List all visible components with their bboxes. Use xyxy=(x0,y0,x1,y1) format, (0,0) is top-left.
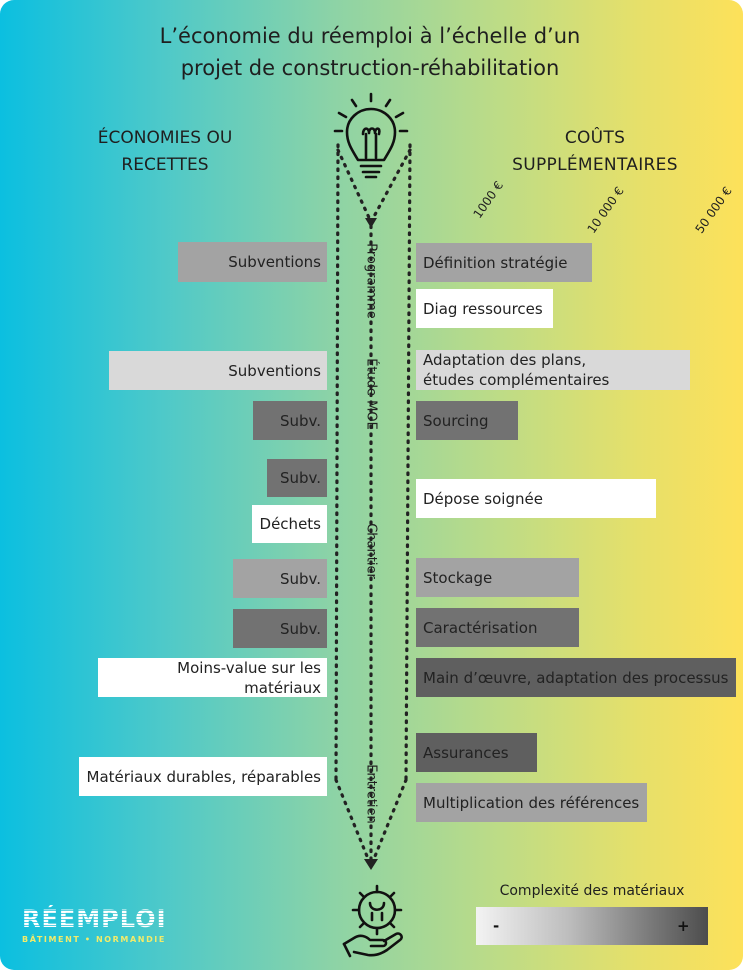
cost-item-label-line-2: études complémentaires xyxy=(423,371,610,389)
savings-item-label: Subventions xyxy=(228,253,321,271)
savings-item-label: Moins-value sur les matériaux xyxy=(177,658,321,697)
cost-item-sourcing: Sourcing xyxy=(416,401,518,440)
phase-label-programme: Programme xyxy=(363,243,379,319)
savings-item-label: Subv. xyxy=(279,469,321,487)
savings-item-moins-value: Moins-value sur les matériaux xyxy=(98,658,327,697)
savings-item-label: Subventions xyxy=(228,361,321,380)
cost-item-adaptation-plans: Adaptation des plans, études complémenta… xyxy=(416,350,690,390)
cost-item-diag-ressources: Diag ressources xyxy=(416,289,553,328)
savings-item-subv-chantier: Subv. xyxy=(267,459,327,497)
outer-arrowhead-icon xyxy=(364,859,378,870)
cost-item-label: Caractérisation xyxy=(423,618,538,637)
savings-item-label: Subv. xyxy=(279,619,321,638)
savings-item-label: Déchets xyxy=(259,515,321,533)
cost-item-main-oeuvre: Main d’œuvre, adaptation des processus xyxy=(416,658,736,697)
savings-item-label: Subv. xyxy=(279,569,321,588)
cost-item-caracterisation: Caractérisation xyxy=(416,608,579,647)
cost-item-multiplication-references: Multiplication des références xyxy=(416,783,647,822)
cost-item-label: Assurances xyxy=(423,743,509,762)
savings-header: ÉCONOMIES OU RECETTES xyxy=(70,125,260,179)
savings-item-subv-stockage: Subv. xyxy=(233,559,327,598)
legend-title: Complexité des matériaux xyxy=(499,883,685,899)
phase-label-etude-moe: Étude MOE xyxy=(363,358,379,430)
phase-label-chantier: Chantier xyxy=(363,523,379,579)
costs-header-line-1: COÛTS xyxy=(564,128,626,148)
lightbulb-icon xyxy=(333,92,409,179)
cost-item-depose-soignee: Dépose soignée xyxy=(416,479,656,518)
savings-header-line-1: ÉCONOMIES OU xyxy=(97,128,233,148)
complexity-gradient-bar xyxy=(476,907,708,945)
cost-item-label: Sourcing xyxy=(423,411,489,430)
gear-hand-icon xyxy=(342,884,403,958)
cost-item-label: Définition stratégie xyxy=(423,253,568,272)
reemploi-logo: RÉEMPLOI xyxy=(22,905,167,933)
phase-label-entretien: Entretien xyxy=(363,764,379,824)
title-line-1: L’économie du réemploi à l’échelle d’un xyxy=(159,24,581,48)
costs-header: COÛTS SUPPLÉMENTAIRES xyxy=(480,125,710,179)
inner-arrowhead-icon xyxy=(365,218,377,228)
dotted-arrow xyxy=(334,143,412,868)
savings-item-materiaux-durables: Matériaux durables, réparables xyxy=(79,757,327,796)
savings-item-subv-etude: Subv. xyxy=(253,401,327,440)
savings-item-dechets: Déchets xyxy=(252,505,327,543)
cost-item-stockage: Stockage xyxy=(416,558,579,597)
savings-item-label: Subv. xyxy=(279,411,321,430)
page-title: L’économie du réemploi à l’échelle d’un … xyxy=(80,20,660,84)
cost-item-assurances: Assurances xyxy=(416,733,537,772)
cost-item-label: Stockage xyxy=(423,568,493,587)
cost-item-definition-strategie: Définition stratégie xyxy=(416,243,592,282)
cost-item-label: Adaptation des plans, études complémenta… xyxy=(423,350,609,390)
costs-header-line-2: SUPPLÉMENTAIRES xyxy=(512,155,678,175)
cost-item-label: Multiplication des références xyxy=(423,793,640,812)
savings-item-subventions-programme: Subventions xyxy=(178,242,327,282)
legend-high-marker: + xyxy=(677,917,690,935)
title-line-2: projet de construction-réhabilitation xyxy=(180,56,560,80)
savings-item-subventions-etude: Subventions xyxy=(109,351,327,390)
legend-low-marker: - xyxy=(493,917,500,935)
savings-header-line-2: RECETTES xyxy=(121,155,209,175)
cost-item-label: Dépose soignée xyxy=(423,489,543,508)
savings-item-subv-caracterisation: Subv. xyxy=(233,609,327,648)
logo-tagline: BÂTIMENT • NORMANDIE xyxy=(22,935,166,944)
cost-item-label: Main d’œuvre, adaptation des processus xyxy=(423,668,729,687)
cost-item-label: Diag ressources xyxy=(423,299,543,318)
savings-item-label: Matériaux durables, réparables xyxy=(86,767,321,786)
cost-item-label-line-1: Adaptation des plans, xyxy=(423,351,587,369)
